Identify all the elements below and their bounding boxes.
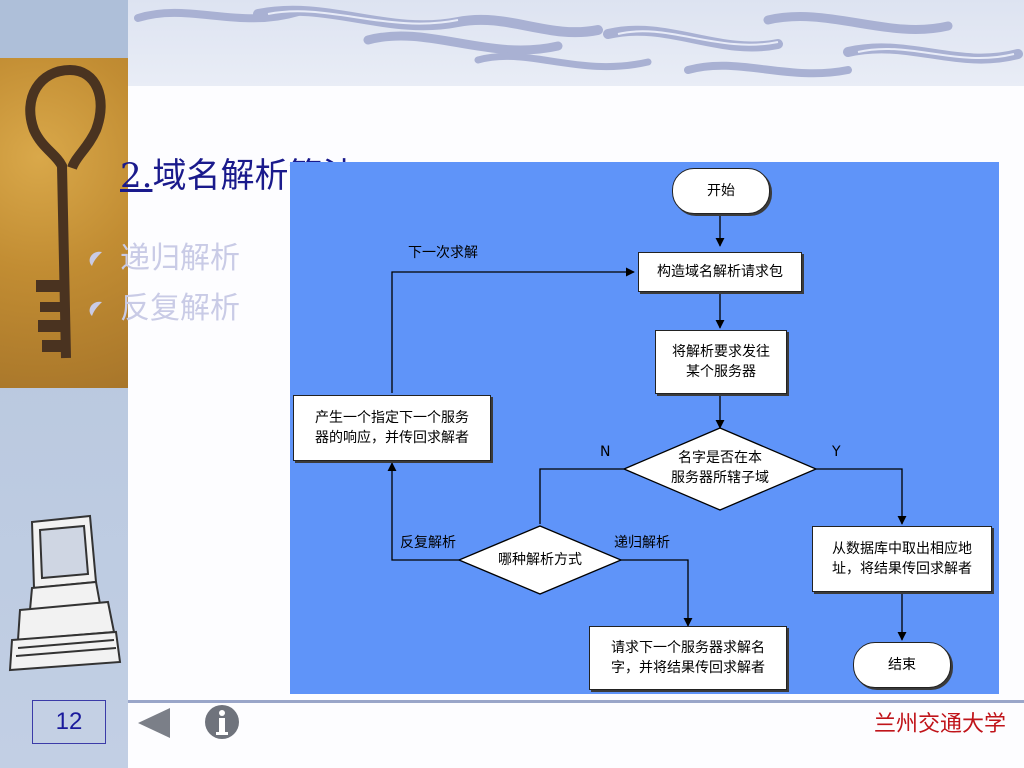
triangle-left-icon	[138, 708, 170, 738]
produce-line-2: 器的响应，并传回求解者	[315, 430, 469, 446]
info-button[interactable]	[202, 702, 242, 742]
request-line-2: 字，并将结果传回求解者	[611, 660, 765, 676]
decision-line-2: 服务器所辖子域	[671, 470, 769, 486]
send-request-box: 将解析要求发往 某个服务器	[655, 330, 787, 394]
end-node: 结束	[853, 642, 951, 688]
bullet-list: 递归解析 反复解析	[84, 234, 240, 334]
bullet-text-recursive: 递归解析	[120, 241, 240, 276]
bullet-item: 递归解析	[84, 234, 240, 284]
send-line-2: 某个服务器	[686, 364, 756, 380]
label-yes: Y	[832, 444, 841, 460]
flowchart-connectors	[387, 212, 907, 641]
swirl-bullet-icon	[89, 251, 102, 266]
label-recursive: 递归解析	[614, 535, 670, 551]
send-line-1: 将解析要求发往	[672, 344, 770, 360]
top-left-block	[0, 0, 128, 58]
footer-divider	[128, 700, 1024, 703]
info-icon	[205, 705, 239, 739]
antique-key-photo	[0, 58, 128, 388]
request-next-server-box: 请求下一个服务器求解名 字，并将结果传回求解者	[589, 626, 787, 690]
computer-illustration	[4, 512, 124, 678]
decision-line-1: 名字是否在本	[678, 450, 762, 466]
bullet-text-iterative: 反复解析	[120, 291, 240, 326]
decision-text: 名字是否在本 服务器所辖子域	[656, 448, 784, 488]
request-line-1: 请求下一个服务器求解名	[611, 640, 765, 656]
decision-diamond	[622, 427, 818, 511]
label-no: N	[600, 444, 611, 460]
university-name: 兰州交通大学	[873, 712, 1006, 737]
fetch-from-db-box: 从数据库中取出相应地 址，将结果传回求解者	[812, 526, 992, 592]
swirl-bullet-icon	[89, 301, 102, 316]
method-decision-text: 哪种解析方式	[498, 552, 582, 568]
back-button[interactable]	[134, 706, 174, 740]
fetch-line-1: 从数据库中取出相应地	[832, 541, 972, 557]
label-next-query: 下一次求解	[408, 245, 478, 261]
decorative-swirls	[134, 5, 1023, 78]
key-icon	[25, 65, 106, 359]
flowchart-panel: 开始 构造域名解析请求包 将解析要求发往 某个服务器 名字是否在本 服务器所辖子…	[290, 162, 999, 694]
decorative-header-band	[128, 0, 1024, 86]
produce-line-1: 产生一个指定下一个服务	[315, 410, 469, 426]
produce-response-box: 产生一个指定下一个服务 器的响应，并传回求解者	[293, 395, 491, 461]
page-number: 12	[32, 700, 106, 744]
bullet-item: 反复解析	[84, 284, 240, 334]
build-request-box: 构造域名解析请求包	[638, 252, 802, 292]
fetch-line-2: 址，将结果传回求解者	[832, 561, 972, 577]
computer-icon	[8, 514, 122, 672]
method-diamond	[457, 525, 623, 595]
label-iterative: 反复解析	[400, 535, 456, 551]
start-node: 开始	[672, 168, 770, 214]
title-number: 2.	[120, 156, 153, 196]
